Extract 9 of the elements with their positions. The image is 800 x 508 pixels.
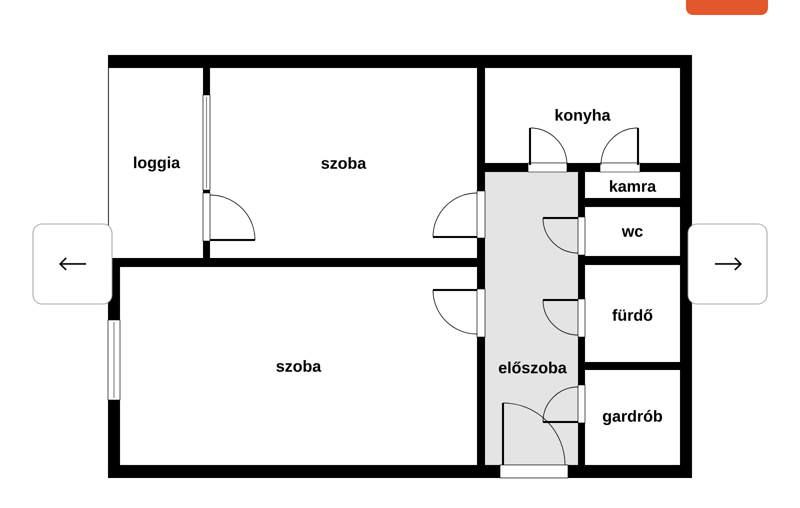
room: előszoba — [498, 362, 567, 374]
room: konyha — [556, 109, 611, 124]
room: loggia — [134, 156, 180, 172]
room: wc — [622, 228, 643, 237]
room: szoba — [276, 360, 322, 372]
room: kamra — [610, 180, 656, 192]
room: szoba — [321, 157, 366, 169]
room: fürdő — [612, 309, 652, 321]
room: gardrób — [602, 410, 662, 426]
